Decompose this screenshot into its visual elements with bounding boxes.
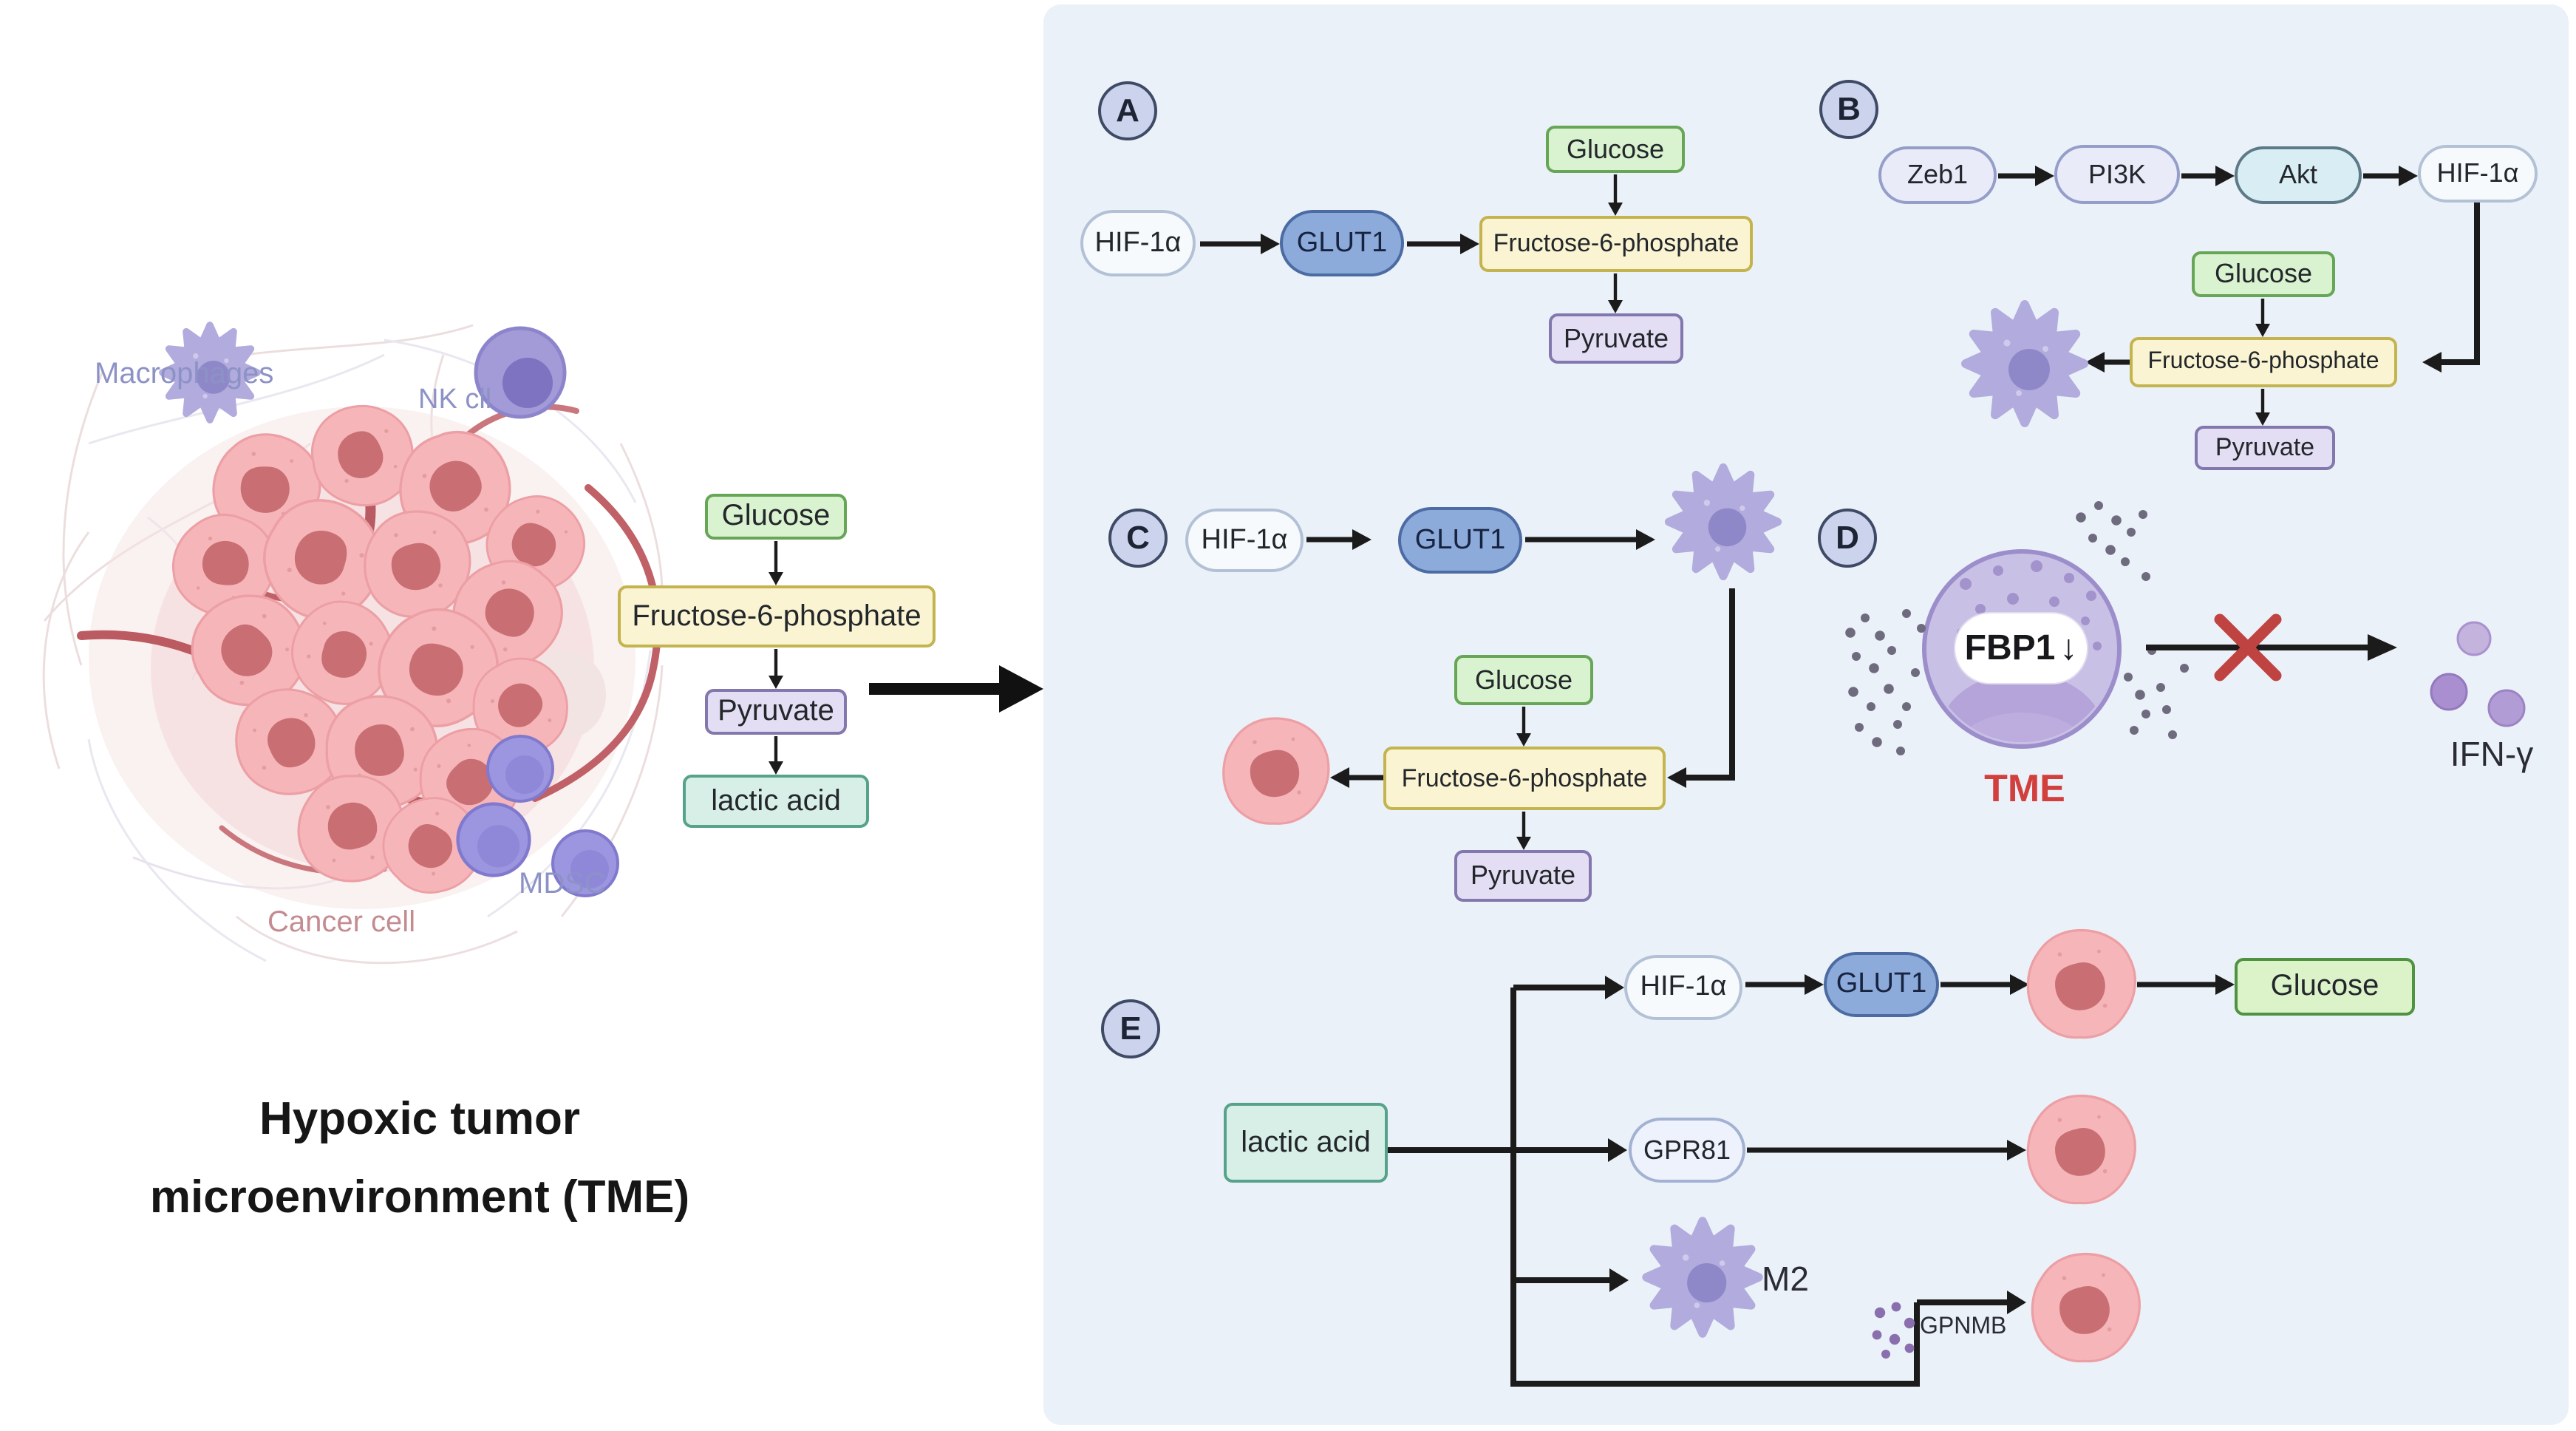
- glut1-pill-c: GLUT1: [1398, 507, 1522, 574]
- f6p-box-a: Fructose-6-phosphate: [1479, 216, 1753, 272]
- f6p-box-left: Fructose-6-phosphate: [618, 585, 936, 647]
- lactic-acid-box-e: lactic acid: [1224, 1103, 1388, 1183]
- nk-cell-label: NK cll: [418, 384, 492, 415]
- panel-b-badge: B: [1819, 80, 1878, 139]
- macrophage-icon-panel-c: [1669, 467, 1777, 576]
- pyruvate-box-a: Pyruvate: [1549, 313, 1683, 364]
- glucose-box-left: Glucose: [705, 494, 847, 540]
- down-arrow-icon: ↓: [2059, 628, 2078, 667]
- glut1-pill-e: GLUT1: [1824, 952, 1939, 1017]
- title-line-1: Hypoxic tumor: [259, 1092, 581, 1144]
- figure-title: Hypoxic tumor microenvironment (TME): [95, 1079, 745, 1236]
- hif1a-pill-b: HIF-1α: [2418, 145, 2538, 203]
- glucose-box-c: Glucose: [1454, 655, 1593, 705]
- tumor-illustration: [42, 325, 664, 965]
- macrophage-icon-panel-b: [1966, 305, 2084, 423]
- m2-label: M2: [1762, 1260, 1809, 1298]
- lactic-acid-box-left: lactic acid: [683, 775, 869, 828]
- cancer-cell-icon-e3: [2031, 1252, 2141, 1363]
- panel-b-arrows: [1998, 166, 2480, 426]
- hif1a-pill-a: HIF-1α: [1080, 210, 1196, 276]
- cancer-cell-icon-e1: [2026, 928, 2136, 1039]
- panel-d-arrow: [2146, 634, 2397, 661]
- f6p-box-c: Fructose-6-phosphate: [1383, 747, 1666, 810]
- panel-e-badge: E: [1101, 999, 1160, 1058]
- fbp1-pill: FBP1↓: [1954, 612, 2088, 684]
- pyruvate-box-left: Pyruvate: [705, 689, 847, 735]
- pi3k-pill: PI3K: [2054, 145, 2180, 204]
- panel-a-arrows: [1200, 174, 1623, 313]
- panel-d-badge: D: [1818, 509, 1877, 568]
- gpr81-pill: GPR81: [1629, 1118, 1745, 1183]
- glut1-pill-a: GLUT1: [1280, 210, 1404, 276]
- panel-c-arrows: [1306, 529, 1735, 850]
- panel-a-badge: A: [1098, 81, 1157, 140]
- cancer-cell-label: Cancer cell: [268, 906, 416, 939]
- big-arrow-to-panel: [869, 665, 1043, 713]
- hif1a-pill-e: HIF-1α: [1624, 955, 1742, 1020]
- cancer-cell-icon-panel-c: [1222, 717, 1330, 825]
- glucose-box-e: Glucose: [2235, 958, 2415, 1016]
- macrophages-label: Macrophages: [95, 358, 274, 390]
- glucose-box-a: Glucose: [1546, 126, 1685, 173]
- m2-macrophage-icon: [1646, 1221, 1759, 1333]
- ifn-gamma-dots-icon: [2430, 621, 2526, 727]
- cancer-cell-cluster: [158, 396, 606, 914]
- fbp1-label: FBP1: [1964, 628, 2056, 667]
- akt-pill: Akt: [2235, 146, 2362, 204]
- f6p-box-b: Fructose-6-phosphate: [2130, 337, 2397, 387]
- tme-label: TME: [1984, 766, 2065, 810]
- ifn-gamma-label: IFN-γ: [2450, 735, 2534, 773]
- glucose-box-b: Glucose: [2192, 251, 2335, 297]
- title-line-2: microenvironment (TME): [149, 1171, 690, 1223]
- scatter-dots: [1845, 501, 2189, 755]
- hif1a-pill-c: HIF-1α: [1185, 509, 1304, 572]
- gpnmb-dots-icon: [1872, 1302, 1915, 1359]
- gpnmb-label: GPNMB: [1920, 1314, 2007, 1339]
- pyruvate-box-c: Pyruvate: [1454, 850, 1592, 902]
- cancer-cell-icon-e2: [2026, 1094, 2136, 1205]
- left-pathway-arrows: [769, 541, 783, 775]
- mdsc-label: MDSC: [519, 868, 606, 900]
- blocked-x-icon: [2214, 613, 2282, 681]
- zeb1-pill: Zeb1: [1878, 146, 1997, 204]
- pyruvate-box-b: Pyruvate: [2195, 426, 2335, 470]
- panel-e-arrows: [1388, 974, 2235, 1387]
- panel-c-badge: C: [1108, 509, 1168, 568]
